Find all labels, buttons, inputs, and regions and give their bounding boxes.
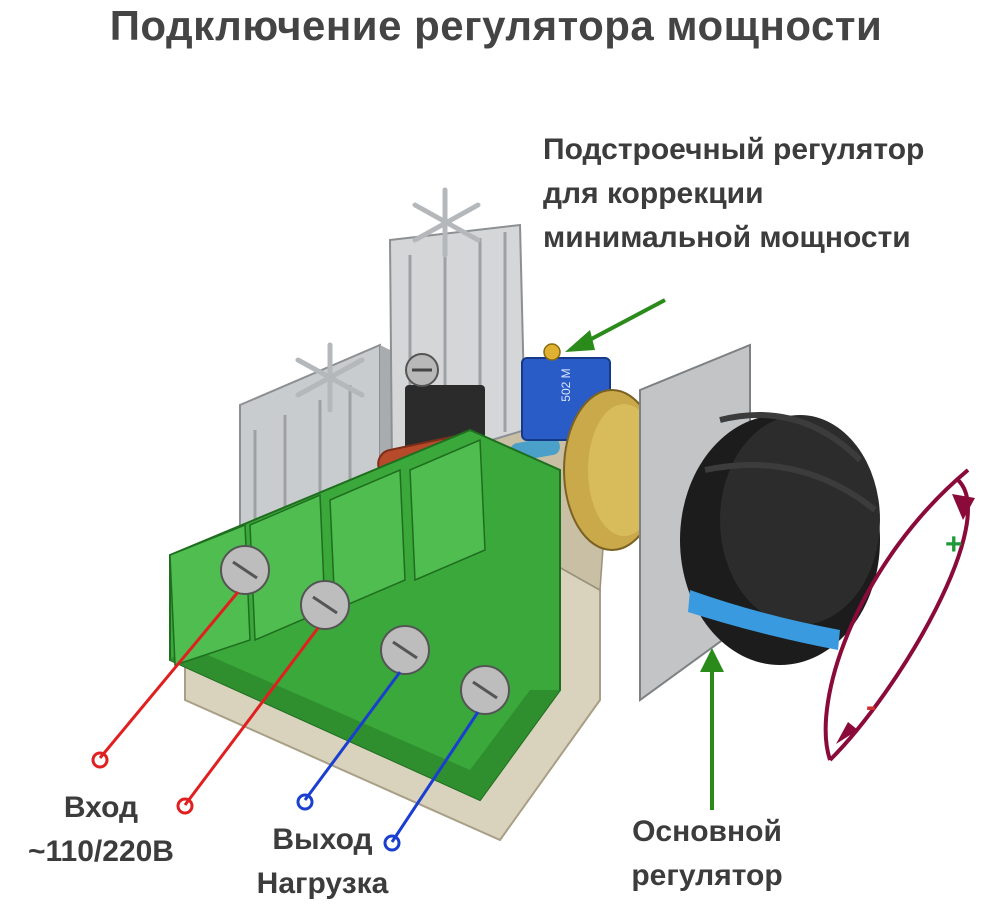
input-label: Вход ~110/220В — [6, 786, 196, 874]
trimmer-label: Подстроечный регулятор для коррекции мин… — [543, 128, 924, 260]
plus-sign: + — [945, 528, 963, 561]
trimmer-label-line: для коррекции — [543, 177, 764, 210]
trimmer-label-line: Подстроечный регулятор — [543, 133, 925, 166]
input-label-line: ~110/220В — [28, 835, 174, 868]
pointer-arrow-trimmer — [565, 298, 666, 352]
trimmer-screw — [543, 343, 561, 361]
main-knob — [680, 412, 880, 665]
trimmer-label-line: минимальной мощности — [543, 221, 911, 254]
minus-sign: - — [866, 690, 876, 723]
component-marking: 502 M — [559, 368, 573, 401]
page-title: Подключение регулятора мощности — [109, 2, 883, 49]
input-wires — [91, 591, 320, 815]
main-knob-label-line: регулятор — [631, 859, 783, 892]
output-wires — [296, 671, 480, 852]
main-knob-label: Основной регулятор — [617, 810, 797, 898]
terminal-block — [169, 428, 561, 802]
output-label: Выход Нагрузка — [240, 818, 405, 906]
output-label-line: Выход — [272, 823, 373, 856]
main-knob-label-line: Основной — [632, 815, 782, 848]
rotation-arrow — [823, 468, 975, 762]
output-label-line: Нагрузка — [256, 867, 389, 900]
pointer-arrow-knob — [700, 648, 724, 810]
input-label-line: Вход — [63, 791, 139, 824]
